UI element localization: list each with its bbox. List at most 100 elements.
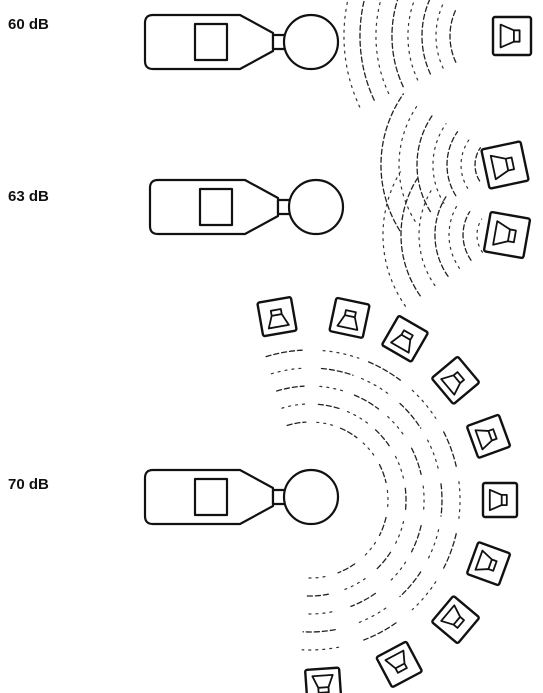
sound-wave-arc <box>446 131 459 197</box>
sound-wave-arc <box>337 563 356 574</box>
meter-display <box>193 22 229 62</box>
sound-wave-arc <box>382 168 406 307</box>
sound-wave-arc <box>317 403 342 410</box>
sound-wave-arc <box>356 607 387 624</box>
sound-wave-arc <box>375 0 390 95</box>
speaker-cone <box>499 23 521 49</box>
sound-wave-arc <box>394 521 405 545</box>
meter-microphone <box>282 13 340 71</box>
loudspeaker-icon <box>480 140 530 190</box>
sound-wave-arc <box>458 481 461 519</box>
loudspeaker-icon <box>491 15 533 57</box>
meter-display <box>198 187 234 227</box>
sound-wave-arc <box>434 196 449 277</box>
sound-wave-arc <box>374 429 392 449</box>
sound-wave-arc <box>449 9 457 63</box>
sound-wave-arc <box>400 178 421 297</box>
sound-wave-arc <box>443 533 457 569</box>
speaker-magnet-line <box>452 374 461 384</box>
sound-level-meter-icon <box>148 178 345 236</box>
sound-wave-arc <box>265 349 303 358</box>
sound-wave-arc <box>443 431 457 467</box>
sound-level-meter-icon <box>143 468 340 526</box>
speaker-magnet-line <box>271 313 282 317</box>
speaker-magnet-line <box>452 616 461 626</box>
speaker-cone <box>390 329 414 354</box>
sound-wave-arc <box>462 211 472 261</box>
speaker-cone <box>492 220 517 246</box>
sound-wave-arc <box>410 524 422 553</box>
sound-wave-arc <box>432 123 447 204</box>
sound-wave-arc <box>422 485 425 515</box>
sound-waves <box>380 93 483 307</box>
speaker-cone <box>440 371 465 396</box>
speaker-cone <box>489 154 515 181</box>
meter-microphone <box>282 468 340 526</box>
meter-display <box>193 477 229 517</box>
sound-wave-arc <box>476 218 483 253</box>
sound-wave-arc <box>460 139 470 189</box>
sound-wave-arc <box>410 447 422 476</box>
speaker-cone <box>384 649 408 674</box>
sound-waves <box>265 349 461 651</box>
sound-wave-arc <box>435 3 444 69</box>
sound-waves <box>343 0 457 108</box>
sound-wave-arc <box>303 611 333 615</box>
sound-wave-arc <box>281 403 306 409</box>
sound-wave-arc <box>286 421 307 427</box>
sound-wave-arc <box>320 367 354 376</box>
loudspeaker-icon <box>481 481 519 519</box>
sound-level-meter-icon <box>143 13 340 71</box>
sound-wave-arc <box>416 113 434 213</box>
sound-wave-arc <box>399 571 422 598</box>
sound-wave-arc <box>386 489 389 511</box>
sound-wave-arc <box>346 411 369 424</box>
level-label-70db: 70 dB <box>8 476 49 493</box>
sound-wave-arc <box>304 593 329 597</box>
sound-wave-arc <box>387 561 407 584</box>
sound-wave-arc <box>427 439 440 471</box>
sound-wave-arc <box>339 427 358 439</box>
speaker-magnet-line <box>487 430 493 441</box>
loudspeaker-icon <box>375 640 423 688</box>
speaker-magnet-line <box>395 662 405 670</box>
meter-microphone <box>287 178 345 236</box>
sound-wave-arc <box>398 103 419 222</box>
loudspeaker-icon <box>381 315 429 363</box>
sound-wave-arc <box>448 203 461 269</box>
panel-ten-speakers <box>143 296 519 693</box>
sound-wave-arc <box>302 628 336 633</box>
sound-wave-arc <box>363 622 397 641</box>
loudspeaker-icon <box>466 541 511 587</box>
sound-wave-arc <box>387 416 407 439</box>
sound-wave-arc <box>378 516 387 537</box>
sound-wave-arc <box>404 487 407 513</box>
speaker-cone <box>440 604 465 629</box>
sound-wave-arc <box>440 483 443 517</box>
loudspeaker-icon <box>431 355 480 405</box>
sound-wave-arc <box>305 576 326 579</box>
loudspeaker-icon <box>328 296 371 339</box>
panel-two-speakers <box>148 93 532 307</box>
sound-wave-arc <box>367 361 401 381</box>
sound-wave-arc <box>322 350 360 359</box>
sound-wave-arc <box>361 377 390 396</box>
sound-wave-arc <box>399 402 422 429</box>
loudspeaker-icon <box>304 666 343 693</box>
speaker-magnet-line <box>344 314 356 319</box>
sound-wave-arc <box>350 592 377 608</box>
sound-wave-arc <box>359 0 375 101</box>
loudspeaker-icon <box>431 595 480 645</box>
panel-single-speaker <box>143 0 533 108</box>
sound-wave-arc <box>362 541 376 558</box>
loudspeaker-icon <box>466 413 511 459</box>
sound-wave-arc <box>276 385 305 392</box>
sound-wave-arc <box>421 0 432 75</box>
sound-wave-arc <box>380 93 405 232</box>
sound-wave-arc <box>411 581 437 611</box>
sound-wave-arc <box>343 578 366 591</box>
sound-wave-arc <box>411 389 437 419</box>
sound-wave-arc <box>374 551 392 571</box>
sound-wave-arc <box>407 0 419 81</box>
